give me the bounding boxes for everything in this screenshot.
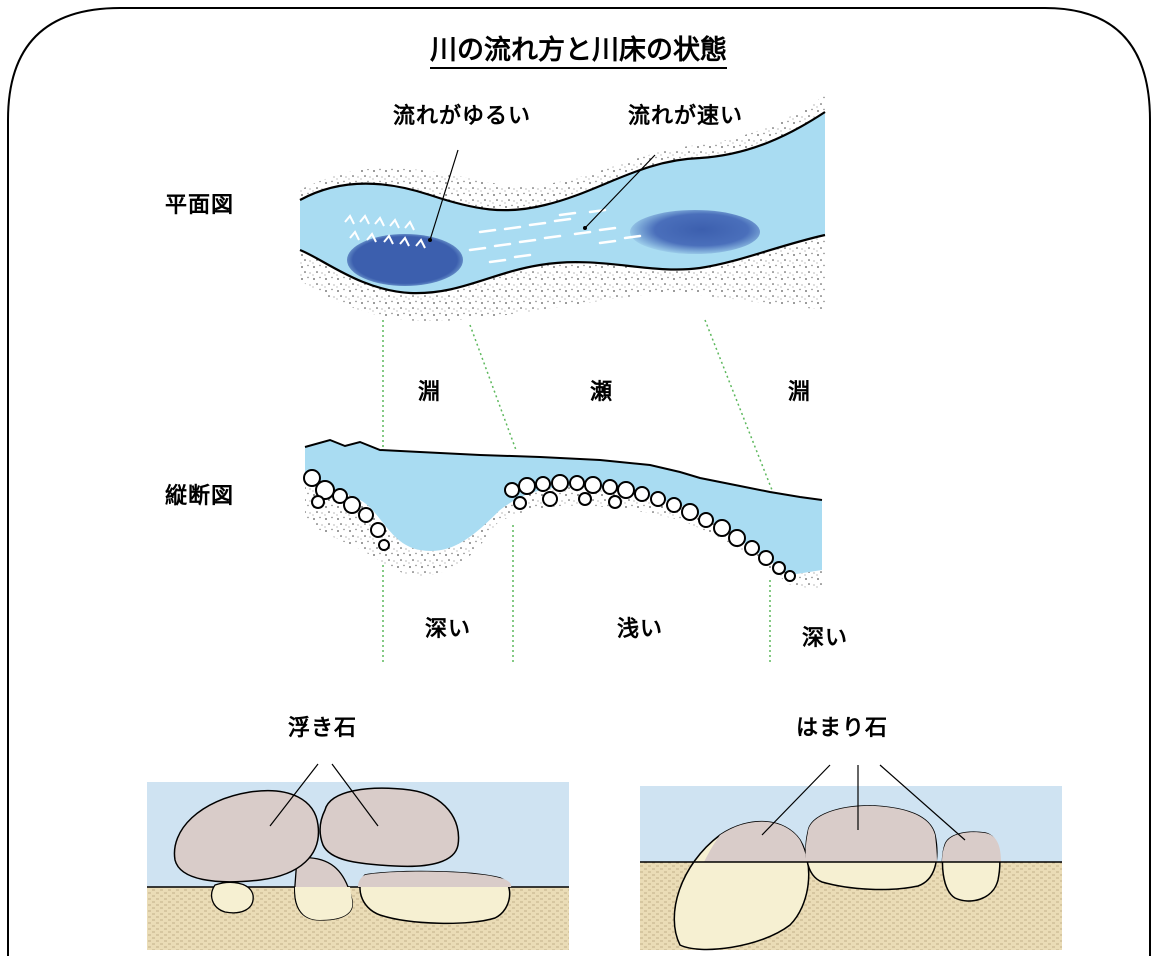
- floating-stones-diagram: [147, 763, 569, 950]
- embedded-stones-diagram: [640, 764, 1062, 951]
- slow-flow-marks: [344, 214, 426, 249]
- profile-view-label: 縦断図: [165, 484, 235, 509]
- outer-frame: [7, 7, 1151, 956]
- embedded-stone-label: はまり石: [796, 716, 889, 741]
- profile-view-river: [303, 438, 823, 590]
- pool-left: [347, 234, 463, 286]
- floating-stone-label: 浮き石: [288, 716, 358, 741]
- pool-right: [630, 210, 760, 254]
- fast-flow-marks: [468, 208, 642, 264]
- shallow-label: 浅い: [617, 617, 664, 642]
- deep-left-label: 深い: [425, 617, 472, 642]
- section-middle-label: 瀬: [590, 380, 614, 405]
- fast-flow-label: 流れが速い: [628, 104, 744, 129]
- slow-flow-label: 流れがゆるい: [393, 104, 532, 129]
- deep-right-label: 深い: [802, 626, 849, 651]
- riverbed-stones: [303, 469, 796, 582]
- plan-view-river: [299, 95, 826, 321]
- diagram-title: 川の流れ方と川床の状態: [0, 28, 1157, 69]
- section-right-label: 淵: [788, 380, 812, 405]
- diagram-title-text: 川の流れ方と川床の状態: [430, 35, 727, 69]
- section-left-label: 淵: [418, 380, 442, 405]
- plan-view-label: 平面図: [165, 193, 235, 218]
- profile-water: [305, 440, 822, 575]
